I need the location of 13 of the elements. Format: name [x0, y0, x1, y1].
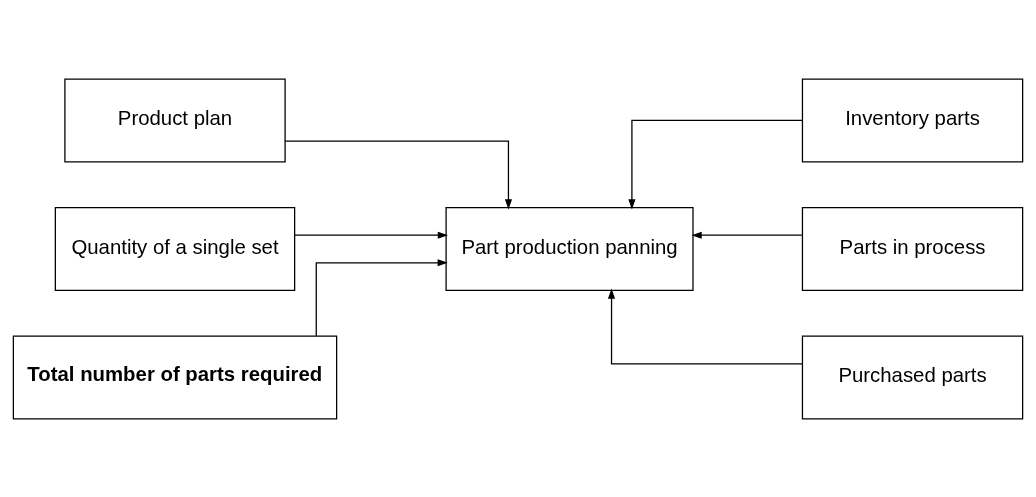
- node-box: Total number of parts required: [12, 335, 338, 420]
- node-box: Product plan: [64, 77, 286, 162]
- arrow: [607, 288, 803, 364]
- node-box: Purchased parts: [801, 335, 1024, 420]
- arrow: [284, 140, 513, 210]
- node-box: Parts in process: [801, 206, 1024, 291]
- arrow: [294, 231, 448, 239]
- node-box: Part production panning: [445, 206, 694, 291]
- node-box: Inventory parts: [801, 77, 1024, 162]
- arrow: [691, 231, 803, 239]
- arrow: [315, 258, 448, 337]
- arrow: [628, 119, 804, 210]
- node-box: Quantity of a single set: [54, 206, 296, 291]
